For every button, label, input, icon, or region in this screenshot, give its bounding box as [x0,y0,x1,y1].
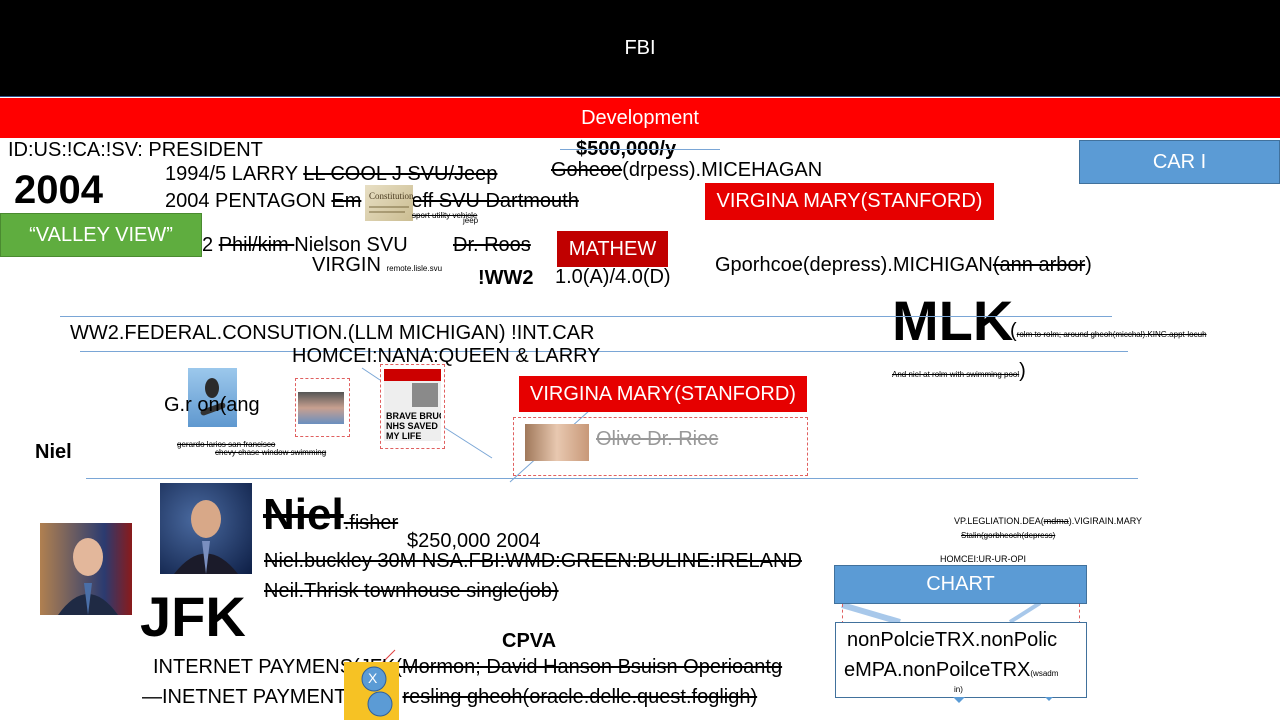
line3-c: Nielson SVU [294,234,408,256]
niel-big: Niel [263,490,344,539]
mathew-button[interactable]: MATHEW [557,231,668,267]
goheoe-line: Goheoe(drpess).MICEHAGAN [551,159,822,182]
line3-b: Phil/kim [218,234,295,256]
constitution-image: Constitution [365,185,413,221]
g-line: G.r on(ang [164,394,260,416]
line2-b: Em [331,190,362,212]
mlk-label: MLK [892,289,1014,352]
nonpol-line1: nonPolcieTRX.nonPolic [847,629,1058,651]
virgin-line: VIRGIN remote.lisle.svu [312,254,442,277]
stalin-note: Stalin(gorbheoch(depress) [961,531,1056,540]
divider-line [80,351,1128,352]
nonpol-line2: eMPA.nonPoilceTRX(wsadm [844,659,1058,682]
internet-line-2: —INETNET PAYMENT resling gheoh(oracle.del… [142,686,757,709]
gporhcoe-c: ) [1085,254,1092,276]
line-pentagon: 2004 PENTAGON Em eff SVU Dartmouth [165,190,579,213]
mlk-paren-open: ( [1010,320,1017,342]
car-button[interactable]: CAR I [1079,140,1280,184]
vp-a: VP.LEGLIATION.DEA( [954,516,1044,526]
sport-utility-note: sport utility vehicle [412,211,478,220]
internet2-b: resling gheoh(oracle.delle.quest.fogligh… [402,686,758,708]
nonpolice-box: nonPolcieTRX.nonPolic eMPA.nonPoilceTRX(… [835,622,1087,698]
wrestling-image [298,392,344,424]
down-arrow-icon [953,697,1053,703]
svg-text:BRAVE BRUCIE:: BRAVE BRUCIE: [386,411,441,421]
vp-line: VP.LEGLIATION.DEA(mdma).VIGIRAIN.MARY [954,516,1142,526]
goheoe-b: (drpess).MICEHAGAN [622,159,823,181]
chevy-note: chevy chase window swimming [215,448,327,457]
dr-roos: Dr. Roos [453,234,531,256]
dashed-frame [380,364,445,449]
homcei-ur-note: HOMCEI:UR-UR-OPI [940,554,1026,564]
homcei-line: HOMCEI:NANA:QUEEN & LARRY [292,345,601,367]
chart-button[interactable]: CHART [834,565,1087,604]
amount-line: $250,000 2004 [407,530,541,552]
development-banner: Development [0,98,1280,138]
mlk-paren-line: (rolm to rolm; around gheoh(micchal).KIN… [1010,320,1207,343]
divider-line [60,316,1112,317]
line-phil: 2 Phil/kim Nielson SVU [202,234,408,257]
yellow-icon-box[interactable]: X [344,662,399,720]
divider-line [86,478,1138,479]
gporhcoe-b: (ann arbor [992,254,1086,276]
gporhcoe-a: Gporhcoe(depress).MICHIGAN [715,254,993,276]
portrait-photo-2 [160,483,252,574]
line1-b: LL COOL J SVU/Jeep [303,163,498,185]
dashed-frame [295,378,350,437]
skydiver-image [188,368,237,427]
virgina-mary-button-mid[interactable]: VIRGINA MARY(STANFORD) [519,376,807,412]
mlk-small2: And niel at rolm with swimming pool [892,370,1020,379]
vp-b: mdma [1043,516,1069,526]
vp-c: ).VIGIRAIN.MARY [1068,516,1143,526]
svg-text:NHS SAVED: NHS SAVED [386,421,438,431]
line3-a: 2 [202,234,219,256]
dashed-frame [842,604,1080,624]
line2-a: 2004 PENTAGON [165,190,332,212]
x-label: X [368,670,378,686]
internet1-b: JFK(Mormon; David Hanson Bsuisn Operioan… [359,656,783,678]
svg-text:MY LIFE: MY LIFE [386,431,421,441]
virgina-mary-button-top[interactable]: VIRGINA MARY(STANFORD) [705,183,994,220]
gerardo-note: gerardo larios san francisco [177,440,276,449]
cpva-label: CPVA [502,630,557,652]
id-line: ID:US:!CA:!SV: PRESIDENT [8,139,263,161]
gporhcoe-line: Gporhcoe(depress).MICHIGAN(ann arbor) [715,254,1092,277]
nonpol-small2: in) [954,685,963,694]
internet1-a: INTERNET PAYMENS( [153,656,360,678]
niel-fisher: .fisher [343,512,399,534]
line1-a: 1994/5 LARRY [165,163,304,185]
valley-view-button[interactable]: “VALLEY VIEW” [0,213,202,257]
nonpol-small: (wsadm [1030,669,1059,678]
olive-text: Olive Dr. Riec [596,428,719,450]
thrisk-line: Neil.Thrisk townhouse single(job) [264,580,559,602]
svg-text:Constitution: Constitution [369,191,413,201]
divider-line [560,149,720,150]
virgin: VIRGIN [312,254,387,276]
mlk-line2: And niel at rolm with swimming pool) [892,360,1026,383]
buckley-line: Niel.buckley 30M NSA.FBI:WMD:GREEN:BULIN… [264,550,802,572]
goheoe-a: Goheoe [551,159,623,181]
year-2004: 2004 [14,168,103,212]
portrait-photo-1 [40,523,132,615]
niel-label: Niel [35,441,72,463]
mlk-paren-close: ) [1019,360,1026,382]
header-title: FBI [0,0,1280,97]
niel-fisher-line: Niel.fisher [263,490,398,540]
dashed-frame [513,417,808,476]
olive-photo [525,424,589,461]
mlk-small: rolm to rolm; around gheoh(micchal).KING… [1016,330,1207,339]
ww2-label: !WW2 [478,267,534,289]
line-1994: 1994/5 LARRY LL COOL J SVU/Jeep [165,163,497,186]
internet-line-1: INTERNET PAYMENS(JFK(Mormon; David Hanso… [153,656,782,679]
line2-c: eff SVU Dartmouth [411,190,579,212]
jeep-note: jeep [463,216,479,225]
internet2-a: —INETNET PAYMENT [142,686,347,708]
nonpol2: eMPA.nonPoilceTRX [844,659,1031,681]
ww2-federal-line: WW2.FEDERAL.CONSUTION.(LLM MICHIGAN) !IN… [70,322,595,344]
jfk-label: JFK [140,585,246,648]
virgin-small: remote.lisle.svu [386,264,443,273]
gpa-text: 1.0(A)/4.0(D) [555,266,671,288]
